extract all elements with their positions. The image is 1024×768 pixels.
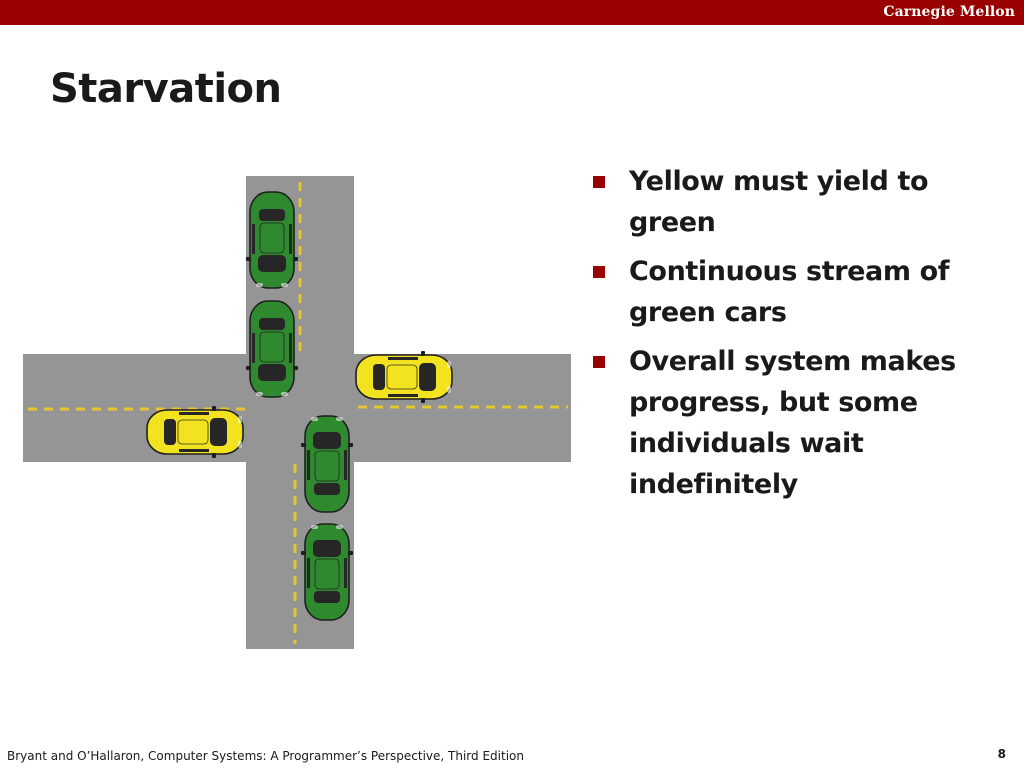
header-bar: Carnegie Mellon [0,0,1024,25]
bullet-marker-icon [593,356,605,368]
bullet-marker-icon [593,266,605,278]
bullet-item: Continuous stream of green cars [592,251,1002,333]
green-car-icon [300,415,354,513]
bullet-item: Yellow must yield to green [592,161,1002,243]
bullet-text: Continuous stream of green cars [629,256,950,328]
bullet-text: Overall system makes progress, but some … [629,346,956,500]
slide-title: Starvation [50,66,282,112]
bullet-list: Yellow must yield to green Continuous st… [592,161,1002,513]
bullet-marker-icon [593,176,605,188]
bullet-item: Overall system makes progress, but some … [592,341,1002,505]
footer-citation: Bryant and O’Hallaron, Computer Systems:… [7,749,524,763]
page-number: 8 [997,747,1006,761]
green-car-icon [245,300,299,398]
bullet-text: Yellow must yield to green [629,166,929,238]
green-car-icon [245,191,299,289]
yellow-car-icon [355,350,453,404]
brand-name: Carnegie Mellon [883,4,1015,20]
green-car-icon [300,523,354,621]
yellow-car-icon [146,405,244,459]
